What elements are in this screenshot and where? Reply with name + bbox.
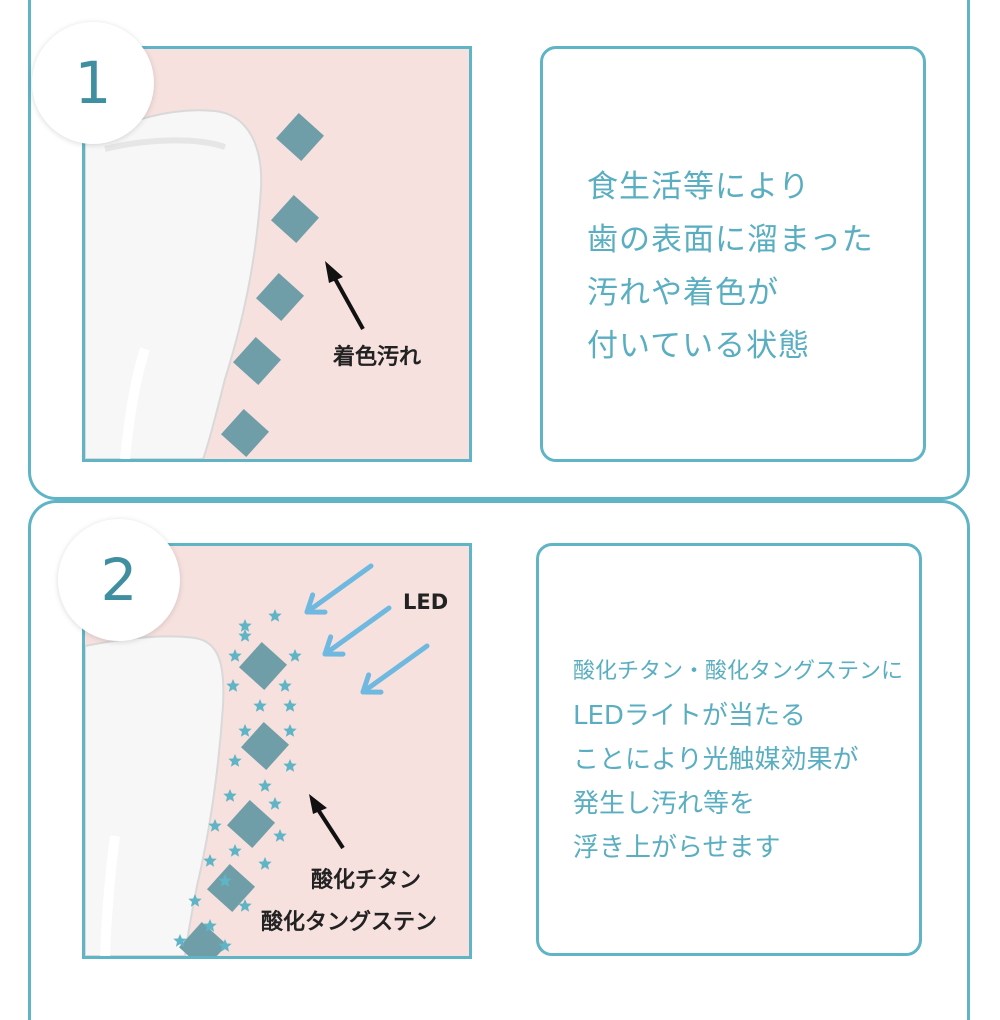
stain-square: [226, 799, 276, 849]
sparkle-icon: [238, 629, 252, 642]
description-line: 付いている状態: [587, 328, 811, 364]
sparkle-icon: [283, 759, 297, 772]
tooth-led-diagram: [85, 563, 430, 956]
stain-square: [255, 272, 305, 322]
sparkle-icon: [218, 939, 232, 952]
led-light-arrow-icon: [322, 605, 392, 657]
stain-square: [275, 112, 325, 162]
description-line: 歯の表面に溜まった: [587, 222, 874, 258]
sparkle-icon: [218, 874, 232, 887]
stain-group: [178, 641, 290, 956]
stain-square: [240, 721, 290, 771]
step-2-badge: 2: [58, 519, 180, 641]
sparkle-icon: [228, 649, 242, 662]
tooth-shape: [85, 109, 263, 459]
sparkle-icon: [268, 609, 282, 622]
sparkle-icon: [173, 934, 187, 947]
stain-label: 着色汚れ: [333, 345, 422, 370]
description-line: 酸化チタン・酸化タングステンに: [573, 659, 904, 684]
description-line: LEDライトが当たる: [573, 701, 806, 731]
sparkle-icon: [288, 649, 302, 662]
agent-label-titanium: 酸化チタン: [311, 868, 422, 893]
stain-group: [220, 112, 325, 458]
led-light-arrow-icon: [304, 563, 374, 615]
sparkle-icon: [283, 699, 297, 712]
sparkle-icon: [278, 679, 292, 692]
step-2-description: 酸化チタン・酸化タングステンに LEDライトが当たる ことにより光触媒効果が 発…: [536, 543, 922, 956]
led-arrow-group: [304, 563, 430, 695]
sparkle-icon: [228, 844, 242, 857]
sparkle-icon: [238, 724, 252, 737]
description-line: ことにより光触媒効果が: [573, 745, 859, 775]
stain-square: [206, 863, 256, 913]
sparkle-icon: [188, 894, 202, 907]
tooth-shape: [85, 635, 225, 956]
stain-square: [178, 921, 228, 956]
sparkle-icon: [268, 797, 282, 810]
stain-square: [270, 194, 320, 244]
sparkle-icon: [258, 779, 272, 792]
sparkle-icon: [253, 699, 267, 712]
sparkle-icon: [283, 724, 297, 737]
sparkle-icon: [258, 857, 272, 870]
sparkle-icon: [226, 679, 240, 692]
stain-square: [238, 641, 288, 691]
description-line: 食生活等により: [587, 169, 811, 205]
step-1-badge: 1: [32, 22, 154, 144]
stain-square: [220, 408, 270, 458]
sparkle-icon: [238, 619, 252, 632]
agent-label-tungsten: 酸化タングステン: [261, 910, 438, 935]
led-label: LED: [403, 590, 449, 614]
sparkle-icon: [273, 829, 287, 842]
stain-arrow-icon: [325, 261, 365, 330]
description-line: 汚れや着色が: [587, 275, 779, 311]
catalyst-arrow-icon: [309, 794, 345, 850]
sparkle-group: [173, 609, 302, 952]
sparkle-icon: [238, 899, 252, 912]
sparkle-icon: [228, 754, 242, 767]
step-1-illustration: 着色汚れ: [82, 46, 472, 462]
sparkle-icon: [208, 819, 222, 832]
step-1-description: 食生活等により 歯の表面に溜まった 汚れや着色が 付いている状態: [540, 46, 926, 462]
led-light-arrow-icon: [360, 643, 430, 695]
sparkle-icon: [223, 789, 237, 802]
stain-square: [232, 336, 282, 386]
tooth-stain-diagram: [85, 109, 365, 459]
description-line: 発生し汚れ等を: [573, 789, 756, 819]
sparkle-icon: [203, 919, 217, 932]
description-line: 浮き上がらせます: [573, 833, 781, 863]
sparkle-icon: [203, 854, 217, 867]
